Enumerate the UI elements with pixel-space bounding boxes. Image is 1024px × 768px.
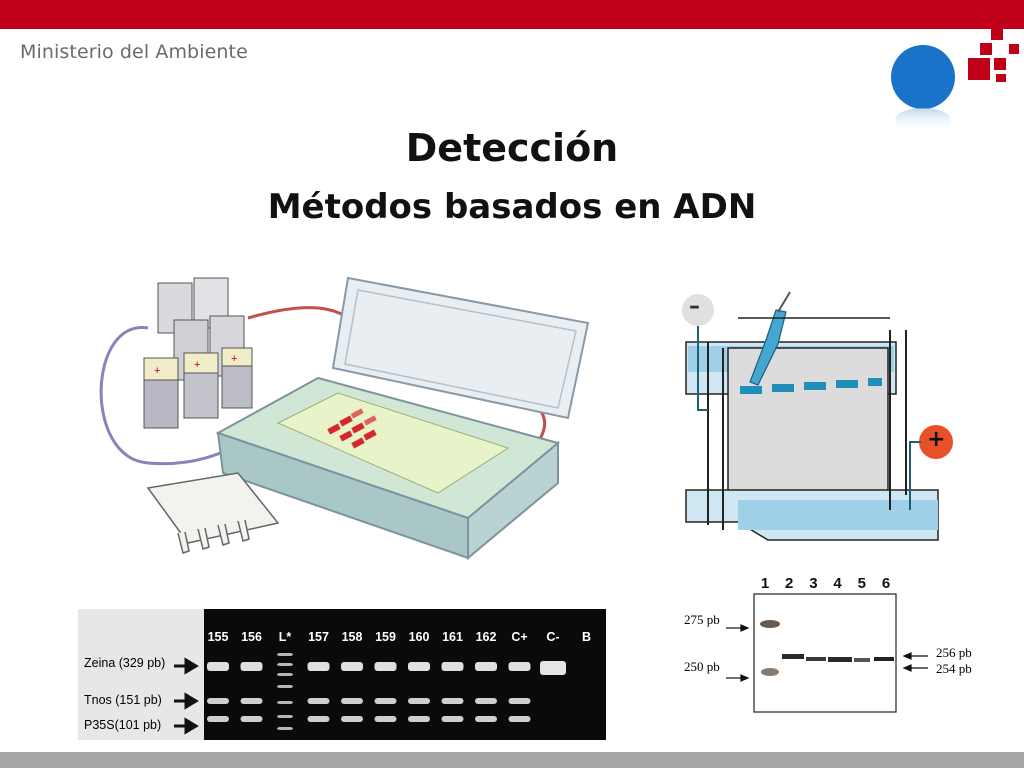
minus-sign: – [689,294,700,319]
gel-band [475,662,497,671]
gel-band [207,716,229,722]
bottom-bar [0,752,1024,768]
top-brand-bar [0,0,1024,29]
blot-label-250: 250 pb [684,659,720,674]
gel-band [408,662,430,671]
slide-title: Detección [405,126,619,170]
blot-bands [760,620,894,676]
svg-text:+: + [194,359,200,371]
vertical-electrophoresis-illustration: – + [678,290,958,558]
gel-band [441,662,464,671]
gel-band [277,673,293,676]
gel-band [475,716,497,722]
band-label-tnos: Tnos (151 pb) [84,693,162,707]
gel-band [240,662,263,671]
blot-lane-label: 5 [857,575,866,592]
gel-band [277,701,293,704]
gel-lane-label: 162 [475,630,497,644]
gel-lane-label: 158 [341,630,363,644]
gel-band [408,716,430,722]
gel-band [240,716,263,722]
gel-band [508,716,531,722]
gel-band [508,698,531,704]
blot-label-256: 256 pb [936,645,972,660]
gel-band [341,698,363,704]
blot-label-275: 275 pb [684,612,720,627]
gel-band [277,685,293,688]
gel-lane-label: 160 [408,630,430,644]
gel-comb [146,472,280,554]
gel-photo: Zeina (329 pb) Tnos (151 pb) P35S(101 pb… [78,609,606,740]
battery-pack: + + + [143,277,253,429]
blot-lane-label: 4 [833,575,842,592]
gel-band [277,663,293,666]
gel-band [207,662,229,671]
gel-band [374,698,397,704]
blot-label-254: 254 pb [936,661,972,676]
gel-band [307,716,330,722]
gel-band [277,715,293,718]
gel-bands [327,408,377,449]
gel-band [240,698,263,704]
ministry-logo [888,20,1024,135]
blot-lane-label: 1 [760,575,770,592]
gel-band [207,698,229,704]
horizontal-electrophoresis-illustration: + + + [88,258,608,578]
svg-text:+: + [231,353,237,365]
gel-lane-label: 161 [442,630,463,644]
gel-band [277,727,293,730]
gel-lane-label: C+ [511,630,528,644]
positive-electrode-icon [919,425,953,459]
gel-band [307,698,330,704]
slide-subtitle: Métodos basados en ADN [267,187,757,227]
gel-band [277,653,293,656]
gel-band [341,662,363,671]
gel-photo-bands [207,653,566,730]
gel-lane-label: B [581,630,592,644]
gel-lane-label: L* [278,630,292,644]
gel-lane-label: 155 [207,630,229,644]
gel-band [508,662,531,671]
tank-lid [331,276,590,420]
gel-lane-label: 157 [308,630,329,644]
gel-band [475,698,497,704]
pipette-icon [749,309,787,386]
gel-band [374,662,397,671]
gel-lane-label: C- [546,630,560,644]
gel-lane-label: 156 [241,630,262,644]
plus-sign: + [927,427,946,452]
gel-band [307,662,330,671]
gel-band [374,716,397,722]
blot-lane-label: 3 [809,575,818,592]
logo-blue-circle [891,45,955,109]
gel-band [441,698,464,704]
gel-band [341,716,363,722]
svg-text:+: + [154,365,160,377]
gel-band [441,716,464,722]
blot-lane-label: 2 [785,575,794,592]
ministry-name: Ministerio del Ambiente [20,41,248,63]
gel-band [408,698,430,704]
gel-lane-label: 159 [375,630,396,644]
blot-lane-label: 6 [881,575,891,592]
band-label-p35s: P35S(101 pb) [84,718,162,732]
band-label-zeina: Zeina (329 pb) [84,656,166,670]
gel-band [540,661,566,675]
